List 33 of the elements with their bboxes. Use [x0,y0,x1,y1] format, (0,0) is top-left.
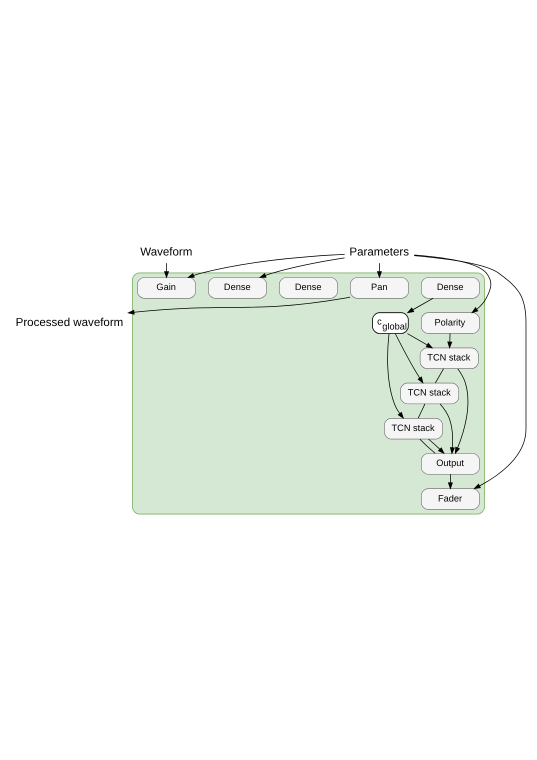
arrow [407,332,434,348]
node-box: Dense [208,276,267,298]
connector [434,368,444,383]
arrow [414,254,526,489]
node-box: Pan [350,276,409,298]
arrow [387,332,404,419]
node-text: Parameters [349,246,410,258]
arrow [448,473,453,490]
arrow [428,438,445,454]
arrow [258,257,345,278]
arrow [376,262,382,278]
node-box: TCN stack [384,418,443,439]
node-text: Processed waveform [16,316,124,328]
node-box: Dense [420,276,480,298]
arrow [187,253,346,278]
arrow [406,297,434,313]
arrow [414,254,492,313]
node-box: Polarity [420,312,480,334]
arrow [127,296,351,314]
node-box: Gain [137,276,196,298]
connector [418,403,426,418]
node-text: Waveform [140,246,192,258]
node-box: TCN stack [400,382,460,404]
node-box: Fader [420,488,480,510]
node-box: TCN stack [420,347,479,368]
node-box: Dense [279,276,338,298]
arrow [394,332,424,384]
arrow [164,262,170,278]
arrow [454,368,468,454]
connector [419,438,436,454]
node-box: Output [420,452,480,474]
arrow [440,403,455,454]
arrow [447,332,452,348]
